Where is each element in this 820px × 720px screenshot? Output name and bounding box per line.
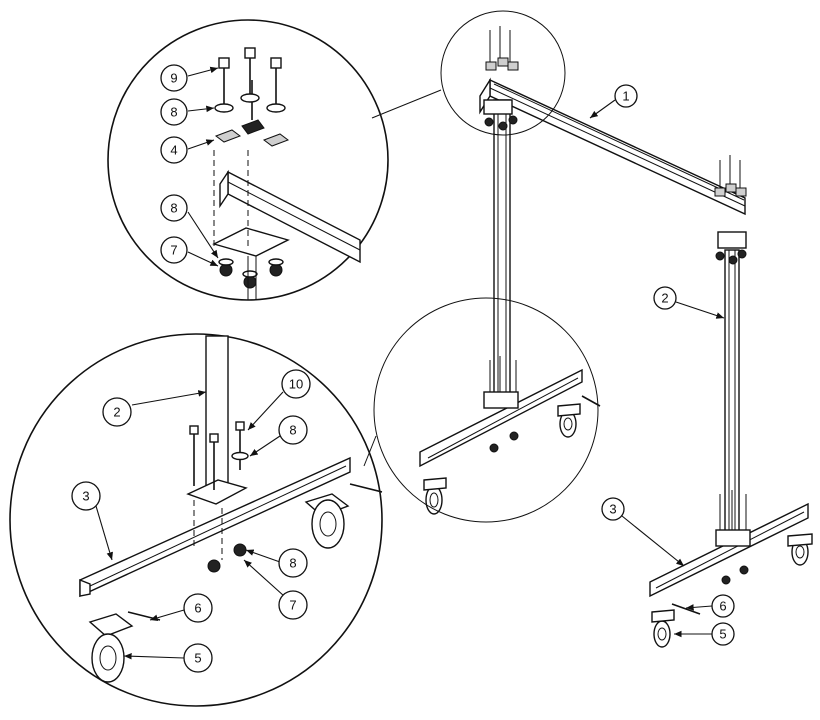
right-base (649, 490, 813, 648)
callout-label: 5 (194, 651, 201, 666)
callout-label: 9 (170, 71, 177, 86)
top-detail-view (107, 19, 389, 301)
callout-label: 7 (170, 243, 177, 258)
top-right-hardware (714, 155, 747, 265)
callout-label: 7 (289, 598, 296, 613)
callout-2: 2 (102, 390, 207, 427)
callout-8: 8 (249, 415, 308, 457)
callout-label: 6 (194, 601, 201, 616)
callout-5: 5 (674, 622, 735, 646)
callout-1: 1 (589, 84, 638, 119)
detail-marker-top (440, 10, 566, 136)
callout-label: 3 (82, 489, 89, 504)
callout-7: 7 (160, 236, 219, 267)
callout-label: 1 (622, 89, 629, 104)
callout-label: 10 (289, 377, 303, 392)
callout-label: 8 (289, 423, 296, 438)
callout-7: 7 (243, 559, 308, 620)
callout-label: 2 (113, 405, 120, 420)
callout-8: 8 (245, 548, 308, 578)
callout-8: 8 (160, 194, 219, 259)
callout-3: 3 (71, 481, 113, 561)
callout-6: 6 (149, 593, 213, 623)
callout-8: 8 (160, 98, 215, 126)
callout-label: 4 (170, 143, 177, 158)
left-upright (493, 99, 511, 401)
callout-10: 10 (247, 369, 311, 431)
top-rail (479, 77, 746, 216)
callout-2: 2 (653, 286, 725, 319)
callout-label: 6 (719, 599, 726, 614)
callout-9: 9 (160, 64, 219, 92)
callout-label: 3 (609, 502, 616, 517)
callout-label: 8 (170, 201, 177, 216)
callout-label: 2 (661, 291, 668, 306)
left-base (419, 356, 601, 515)
right-upright (724, 249, 740, 541)
callout-6: 6 (685, 594, 735, 618)
callout-label: 5 (719, 627, 726, 642)
callout-3: 3 (601, 497, 685, 567)
callout-label: 8 (170, 105, 177, 120)
callout-4: 4 (160, 136, 215, 164)
main-rack (419, 26, 813, 648)
bottom-detail-view (9, 333, 383, 707)
callout-5: 5 (123, 643, 213, 673)
detail-marker-bottom (373, 297, 599, 523)
callout-label: 8 (289, 556, 296, 571)
top-left-hardware (483, 26, 519, 131)
